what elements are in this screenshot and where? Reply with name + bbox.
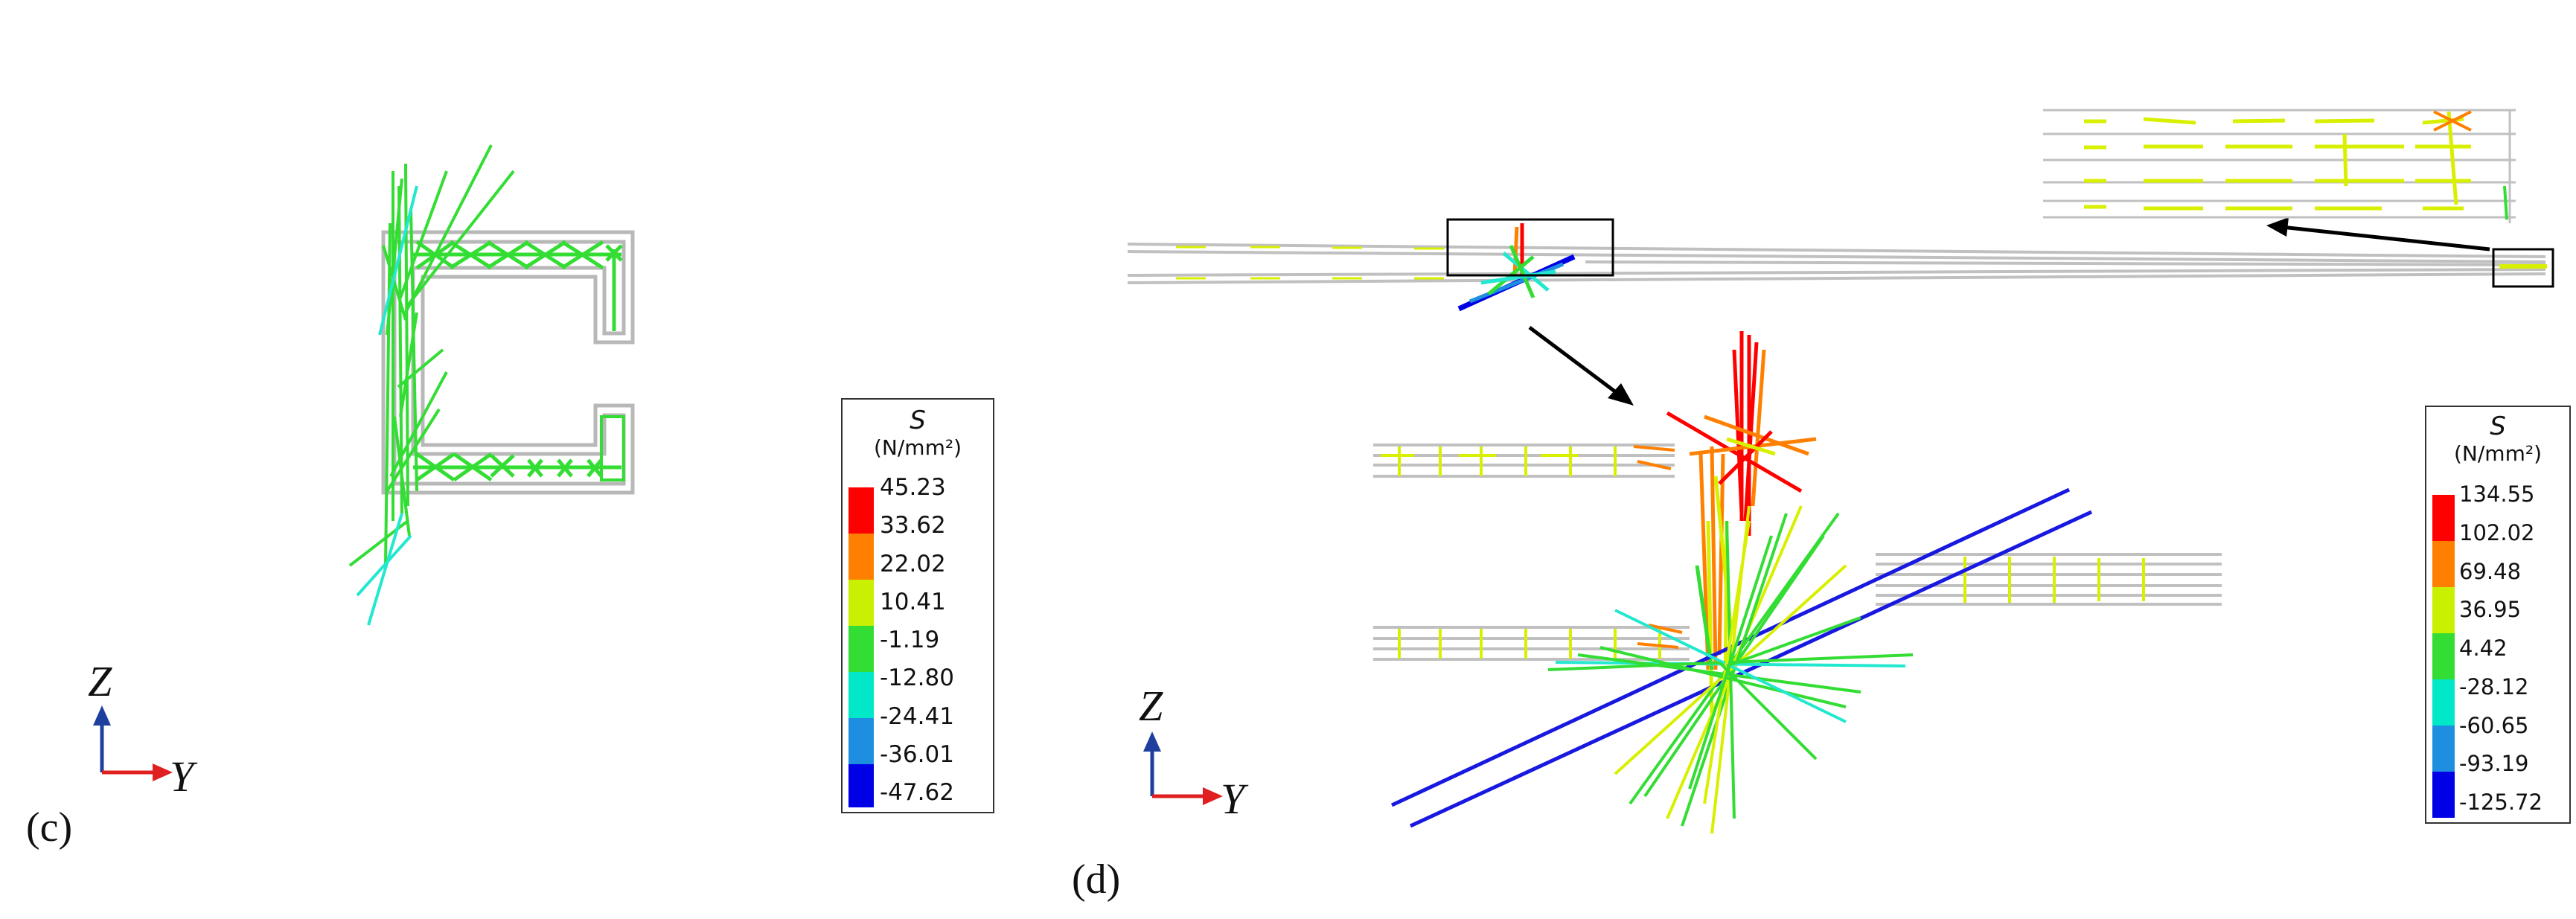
panel-d-zoom-box-right <box>2492 248 2554 288</box>
legend-value: -1.19 <box>880 627 940 653</box>
legend-swatch <box>848 672 874 718</box>
legend-value: 69.48 <box>2459 558 2522 584</box>
panel-d-arrow-joint <box>1528 326 1620 396</box>
panel-c-y-axis-label: Y <box>170 752 194 801</box>
panel-d-overview-ticks <box>1176 246 1444 280</box>
legend-swatch <box>2432 495 2455 541</box>
legend-swatch <box>2432 772 2455 818</box>
panel-d-overview-joint <box>1457 223 1576 312</box>
legend-value: 102.02 <box>2459 519 2535 545</box>
panel-d-axis-triad <box>1143 731 1223 805</box>
legend-value: 10.41 <box>880 588 946 615</box>
legend-value: -60.65 <box>2459 712 2529 738</box>
panel-d-zoom-box-left <box>1446 218 1614 277</box>
legend-swatch <box>848 487 874 534</box>
panel-c-lower-flange-hatch <box>413 415 625 482</box>
panel-c-legend: S (N/mm²) 45.23 33.62 22.02 10.41 -1.19 … <box>841 398 994 813</box>
legend-swatch <box>848 534 874 580</box>
legend-swatch <box>848 580 874 626</box>
panel-d-legend: S (N/mm²) 134.55 102.02 69.48 36.95 4.42… <box>2425 406 2571 824</box>
legend-unit: (N/mm²) <box>873 435 962 460</box>
legend-value: 45.23 <box>880 474 946 501</box>
panel-d-end-inset <box>2043 109 2516 223</box>
legend-value: 33.62 <box>880 512 946 539</box>
panel-c-structure <box>82 26 886 815</box>
legend-swatch <box>2432 633 2455 679</box>
legend-value: 22.02 <box>880 550 946 577</box>
legend-value: 134.55 <box>2459 481 2535 507</box>
panel-d-label: (d) <box>1072 856 1121 903</box>
legend-value: -24.41 <box>880 702 954 730</box>
legend-value: -36.01 <box>880 740 954 768</box>
legend-swatch <box>2432 679 2455 726</box>
panel-d-y-axis-label: Y <box>1221 775 1245 823</box>
panel-d-arrow-end <box>2281 225 2490 252</box>
legend-value: -93.19 <box>2459 751 2529 777</box>
panel-d-overview <box>1127 217 2554 406</box>
legend-value: 4.42 <box>2459 635 2508 661</box>
panel-c-z-axis-label: Z <box>88 657 112 705</box>
legend-swatch <box>2432 726 2455 772</box>
panel-c-upper-flange-hatch <box>413 240 623 331</box>
panel-d-z-axis-label: Z <box>1139 682 1163 730</box>
legend-title: S <box>910 406 926 435</box>
panel-c-axis-triad <box>93 705 173 781</box>
legend-unit: (N/mm²) <box>2453 441 2542 466</box>
panel-c-splay-lines <box>348 144 515 626</box>
legend-swatch <box>848 626 874 672</box>
legend-swatch <box>848 764 874 807</box>
legend-swatch <box>2432 541 2455 587</box>
panel-c-wall-outline <box>381 230 635 495</box>
legend-swatch <box>2432 587 2455 633</box>
panel-d-joint-detail <box>1373 331 2222 834</box>
panel-c-web-lines <box>382 163 418 566</box>
legend-value: -47.62 <box>880 779 954 806</box>
legend-value: 36.95 <box>2459 597 2522 623</box>
legend-value: -125.72 <box>2459 790 2543 815</box>
panel-d-overview-girder <box>1127 243 2546 284</box>
legend-swatch <box>848 718 874 764</box>
legend-value: -28.12 <box>2459 673 2529 699</box>
panel-c-label: (c) <box>26 804 73 851</box>
legend-value: -12.80 <box>880 665 954 692</box>
legend-title: S <box>2490 412 2506 441</box>
panel-d-splay-lines <box>1547 505 1914 834</box>
